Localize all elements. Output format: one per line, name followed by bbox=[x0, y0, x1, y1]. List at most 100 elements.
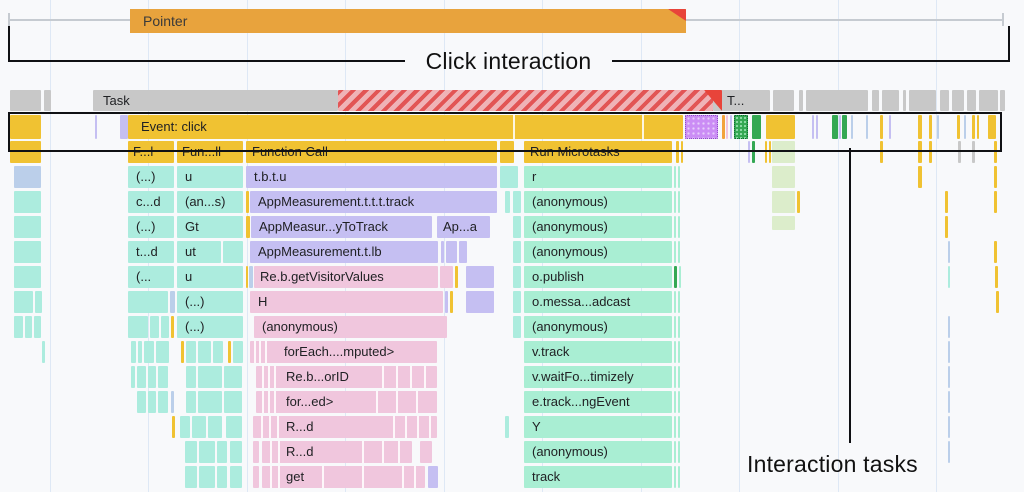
flame-bar[interactable] bbox=[722, 115, 725, 139]
flame-bar[interactable]: track bbox=[524, 466, 672, 488]
flame-bar[interactable]: F...l bbox=[128, 141, 174, 163]
flame-bar[interactable] bbox=[34, 316, 41, 338]
task-bar[interactable]: Task bbox=[93, 90, 338, 111]
flame-bar[interactable]: v.waitFo...timizely bbox=[524, 366, 672, 388]
flame-bar[interactable] bbox=[806, 90, 868, 111]
flame-bar[interactable] bbox=[957, 115, 960, 139]
flame-bar[interactable] bbox=[185, 466, 197, 488]
flame-bar[interactable] bbox=[772, 141, 795, 163]
flame-bar[interactable] bbox=[198, 391, 222, 413]
flame-bar[interactable] bbox=[988, 115, 996, 139]
flame-bar[interactable] bbox=[208, 416, 222, 438]
flame-bar[interactable]: for...ed> bbox=[256, 391, 437, 413]
flame-bar[interactable] bbox=[500, 141, 514, 163]
flame-bar[interactable]: AppMeasur...yToTrack bbox=[251, 216, 432, 238]
flame-bar[interactable] bbox=[14, 266, 41, 288]
flame-bar[interactable] bbox=[948, 441, 950, 463]
flame-bar[interactable] bbox=[181, 341, 184, 363]
flame-bar[interactable] bbox=[678, 416, 680, 438]
flame-bar[interactable] bbox=[679, 266, 681, 288]
flame-bar[interactable] bbox=[678, 241, 680, 263]
flame-bar[interactable] bbox=[513, 291, 521, 313]
flame-bar[interactable] bbox=[948, 391, 950, 413]
flame-bar[interactable] bbox=[25, 316, 32, 338]
flame-bar[interactable] bbox=[224, 391, 242, 413]
flame-bar[interactable]: Run Microtasks bbox=[524, 141, 672, 163]
flame-bar[interactable] bbox=[903, 90, 906, 111]
flame-bar[interactable] bbox=[450, 291, 453, 313]
flame-bar[interactable] bbox=[674, 391, 676, 413]
flame-bar[interactable] bbox=[979, 90, 998, 111]
flame-bar[interactable]: (anonymous) bbox=[524, 316, 672, 338]
flame-bar[interactable] bbox=[199, 441, 215, 463]
flame-bar[interactable] bbox=[137, 366, 146, 388]
flame-bar[interactable]: (...) bbox=[128, 216, 174, 238]
flame-bar[interactable] bbox=[144, 341, 154, 363]
flame-bar[interactable] bbox=[198, 341, 211, 363]
flame-bar[interactable] bbox=[948, 266, 950, 288]
flame-bar[interactable] bbox=[500, 166, 518, 188]
flame-bar[interactable] bbox=[253, 441, 259, 463]
flame-bar[interactable]: r bbox=[524, 166, 672, 188]
flame-bar[interactable]: t...d bbox=[128, 241, 174, 263]
flame-bar[interactable] bbox=[186, 366, 196, 388]
flame-bar[interactable]: o.messa...adcast bbox=[524, 291, 672, 313]
flame-bar[interactable]: (anonymous) bbox=[254, 316, 447, 338]
flame-bar[interactable] bbox=[428, 466, 438, 488]
flame-bar[interactable] bbox=[466, 291, 494, 313]
flame-bar[interactable] bbox=[839, 115, 841, 139]
flame-bar[interactable] bbox=[918, 166, 922, 188]
flame-bar[interactable] bbox=[948, 241, 950, 263]
flame-bar[interactable] bbox=[994, 191, 997, 213]
flame-bar[interactable] bbox=[685, 115, 718, 139]
flame-bar[interactable] bbox=[14, 316, 23, 338]
flame-bar[interactable]: (anonymous) bbox=[524, 216, 672, 238]
flame-bar[interactable] bbox=[674, 291, 676, 313]
flame-bar[interactable] bbox=[228, 341, 231, 363]
flame-bar[interactable] bbox=[678, 166, 680, 188]
flame-bar[interactable] bbox=[131, 341, 136, 363]
flame-bar[interactable] bbox=[972, 115, 975, 139]
flame-bar[interactable] bbox=[224, 366, 242, 388]
flame-bar[interactable] bbox=[42, 341, 45, 363]
flame-bar[interactable] bbox=[192, 416, 206, 438]
flame-bar[interactable] bbox=[128, 316, 148, 338]
flame-bar[interactable] bbox=[948, 416, 950, 438]
flame-bar[interactable] bbox=[872, 90, 879, 111]
flame-bar[interactable] bbox=[674, 316, 676, 338]
event-click-bar[interactable]: Event: click bbox=[128, 115, 683, 139]
flame-bar[interactable] bbox=[678, 316, 680, 338]
flame-bar[interactable] bbox=[513, 266, 521, 288]
flame-bar[interactable]: (...) bbox=[177, 291, 243, 313]
flame-bar[interactable] bbox=[246, 216, 250, 238]
flame-bar[interactable] bbox=[185, 441, 197, 463]
flame-bar[interactable] bbox=[148, 366, 156, 388]
flame-bar[interactable] bbox=[253, 466, 259, 488]
flame-bar[interactable] bbox=[994, 166, 997, 188]
flame-bar[interactable] bbox=[994, 241, 997, 263]
flame-bar[interactable]: Fun...ll bbox=[177, 141, 243, 163]
flame-bar[interactable] bbox=[909, 90, 936, 111]
flame-bar[interactable] bbox=[161, 316, 169, 338]
flame-bar[interactable] bbox=[445, 291, 448, 313]
flame-bar[interactable] bbox=[213, 341, 223, 363]
flame-bar[interactable] bbox=[466, 266, 494, 288]
flame-bar[interactable] bbox=[674, 191, 676, 213]
flame-bar[interactable] bbox=[128, 291, 168, 313]
flame-bar[interactable] bbox=[198, 366, 222, 388]
flame-bar[interactable]: (...) bbox=[177, 316, 243, 338]
flame-bar[interactable]: (anonymous) bbox=[524, 441, 672, 463]
flame-bar[interactable] bbox=[948, 316, 950, 338]
flame-bar[interactable] bbox=[171, 391, 174, 413]
flame-bar[interactable] bbox=[44, 90, 51, 111]
flame-bar[interactable] bbox=[880, 115, 883, 139]
flame-bar[interactable] bbox=[158, 391, 168, 413]
flame-bar[interactable] bbox=[420, 441, 432, 463]
flame-bar[interactable] bbox=[945, 191, 948, 213]
flame-bar[interactable] bbox=[851, 115, 853, 139]
flame-bar[interactable] bbox=[674, 241, 676, 263]
flame-bar[interactable] bbox=[678, 466, 680, 488]
flame-bar[interactable] bbox=[513, 191, 521, 213]
flame-bar[interactable] bbox=[148, 391, 156, 413]
flame-bar[interactable] bbox=[249, 266, 253, 288]
